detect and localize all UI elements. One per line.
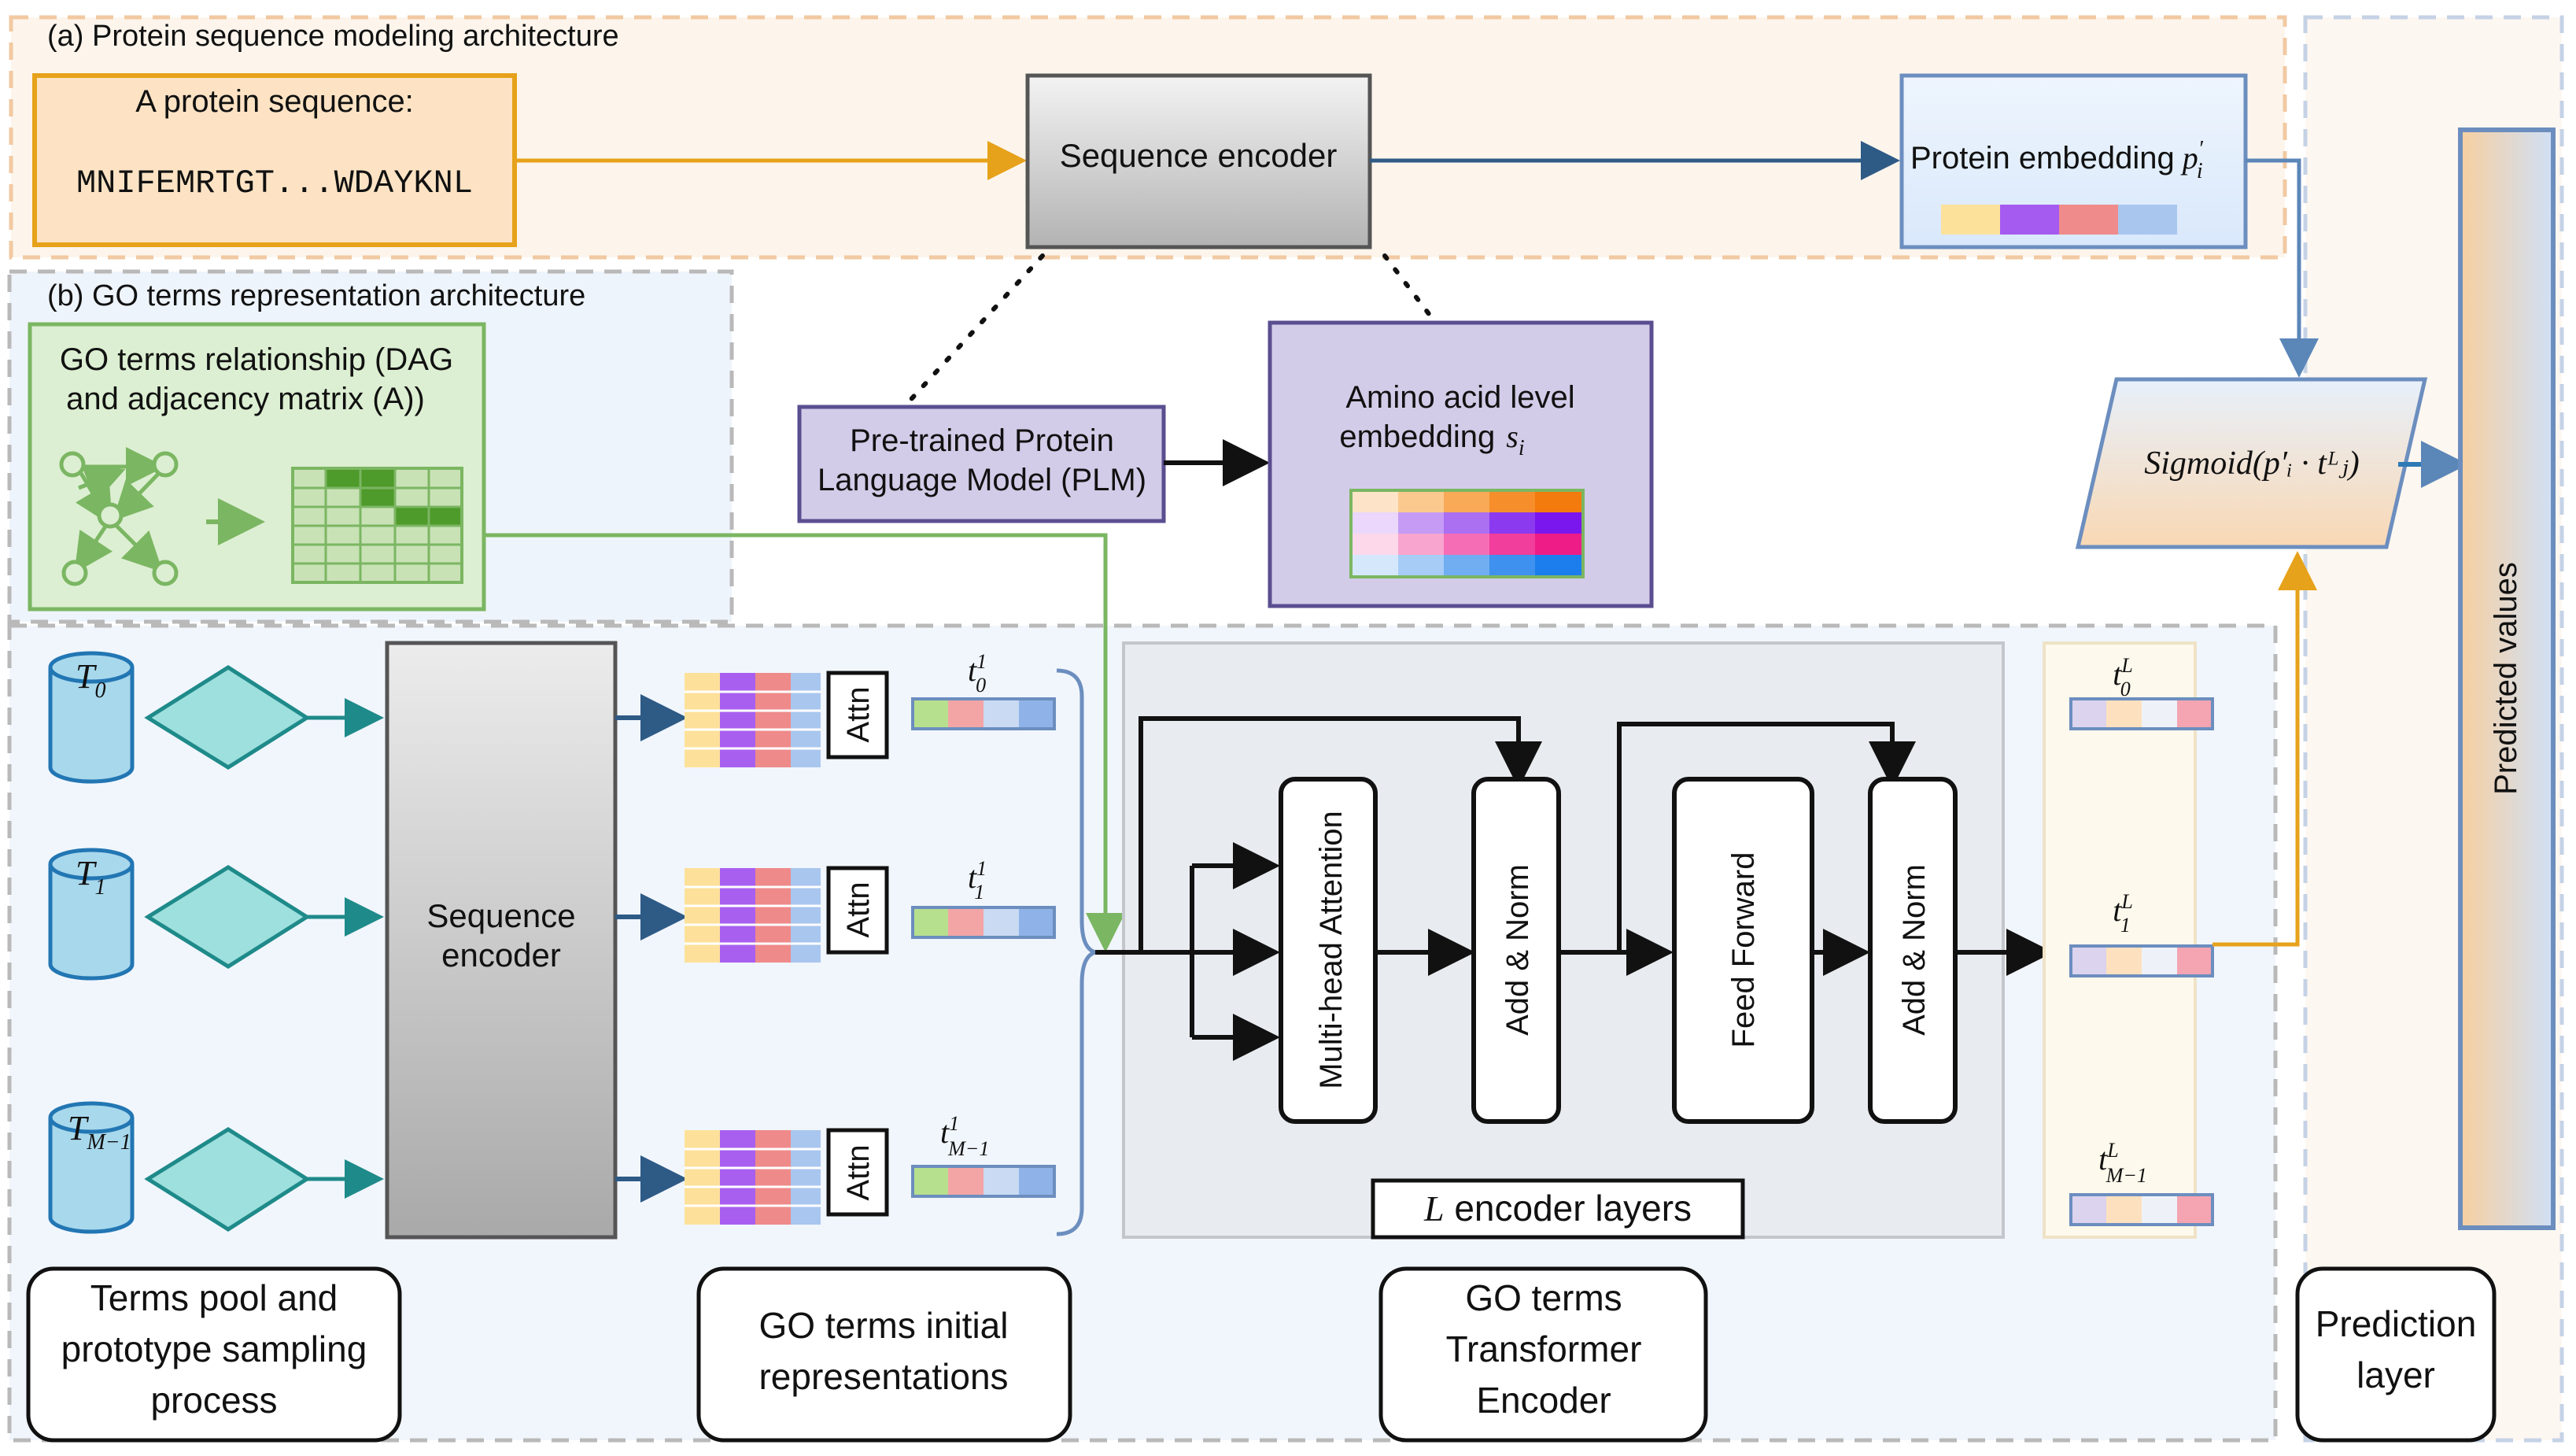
attn-box-1: Attn: [826, 866, 889, 955]
add-norm-label-1: Add & Norm: [1500, 864, 1535, 1036]
final-rep-vector-1: [2069, 944, 2214, 977]
svg-text:Attn: Attn: [841, 1144, 876, 1200]
svg-text:GO terms: GO terms: [1465, 1277, 1622, 1318]
svg-text:Transformer: Transformer: [1446, 1329, 1642, 1369]
aa-embedding-matrix: [1349, 489, 1585, 578]
dag-graph-icon: [59, 447, 179, 586]
svg-text:layer: layer: [2356, 1354, 2435, 1395]
sigmoid-label: Sigmoid(p′ᵢ · tᴸⱼ): [2144, 445, 2360, 482]
predicted-values-label: Predicted values: [2489, 562, 2523, 795]
svg-text:T0: T0: [76, 657, 105, 703]
term-t1: T1: [48, 848, 135, 981]
go-sequence-encoder-line1: Sequence: [426, 897, 575, 934]
final-reps-panel: [2043, 641, 2197, 1239]
protein-sequence-text: MNIFEMRTGT...WDAYKNL: [76, 164, 473, 202]
label-prediction-layer: Prediction layer: [2295, 1266, 2497, 1443]
svg-text:GO terms initial: GO terms initial: [759, 1305, 1009, 1346]
term-tm1: TM−1: [48, 1101, 135, 1234]
svg-text:T1: T1: [76, 854, 105, 900]
svg-text:Encoder: Encoder: [1476, 1380, 1611, 1421]
init-rep-vector-1: [911, 906, 1056, 939]
adjacency-matrix-icon: [291, 467, 463, 584]
svg-text:representations: representations: [758, 1356, 1008, 1397]
layers-label: L encoder layers: [1423, 1188, 1692, 1229]
svg-text:TM−1: TM−1: [68, 1109, 131, 1155]
section-a-title: (a) Protein sequence modeling architectu…: [47, 20, 619, 53]
go-relationship-line2: and adjacency matrix (A)): [66, 382, 425, 416]
svg-text:Attn: Attn: [841, 881, 876, 937]
sequence-encoder-label: Sequence encoder: [1060, 137, 1338, 174]
protein-sequence-title: A protein sequence:: [135, 84, 414, 119]
init-rep-vector-0: [911, 697, 1056, 730]
plm-box: [797, 405, 1166, 523]
residual-2: [1617, 722, 1916, 952]
go-relationship-line1: GO terms relationship (DAG: [60, 342, 453, 377]
label-terms-pool: Terms pool and prototype sampling proces…: [26, 1266, 402, 1443]
go-sequence-encoder-line2: encoder: [441, 937, 561, 974]
attn-box-2: Attn: [826, 1128, 889, 1217]
add-norm-label-2: Add & Norm: [1897, 864, 1932, 1036]
final-rep-vector-2: [2069, 1193, 2214, 1226]
svg-text:prototype sampling: prototype sampling: [61, 1329, 367, 1369]
layers-label-box: [1371, 1178, 1745, 1240]
token-matrix-2: [685, 1130, 821, 1225]
go-sequence-encoder-box: [385, 641, 618, 1240]
protein-sequence-box: [32, 73, 517, 247]
svg-text:Attn: Attn: [841, 686, 876, 742]
label-transformer-encoder: GO terms Transformer Encoder: [1378, 1266, 1708, 1443]
attn-box-0: Attn: [826, 671, 889, 759]
svg-text:Prediction: Prediction: [2316, 1303, 2477, 1344]
embedding-to-sigmoid-arrow: [2246, 158, 2319, 378]
sigmoid-box: [2075, 377, 2428, 549]
plm-line2: Language Model (PLM): [817, 463, 1146, 497]
term-t0: T0: [48, 651, 135, 784]
token-matrix-0: [685, 673, 821, 767]
adjacency-to-transformer-arrow: [484, 533, 1125, 952]
final-to-sigmoid-arrow: [2212, 551, 2317, 947]
svg-text:process: process: [150, 1380, 277, 1421]
token-matrix-1: [685, 868, 821, 963]
predicted-values-bar: [2458, 127, 2556, 1230]
aa-embedding-line1: Amino acid level: [1345, 380, 1574, 415]
protein-embedding-vector: [1941, 205, 2177, 235]
svg-text:Terms pool and: Terms pool and: [90, 1277, 338, 1318]
multi-head-attention-label: Multi-head Attention: [1314, 811, 1349, 1089]
plm-line1: Pre-trained Protein: [850, 423, 1114, 458]
residual-1: [1139, 716, 1542, 952]
final-rep-vector-0: [2069, 697, 2214, 730]
dotted-link-right: [1382, 253, 1647, 601]
label-initial-reps: GO terms initial representations: [696, 1266, 1072, 1443]
feed-forward-label: Feed Forward: [1726, 852, 1761, 1048]
init-rep-vector-2: [911, 1165, 1056, 1198]
section-b-title: (b) GO terms representation architecture: [47, 279, 585, 312]
